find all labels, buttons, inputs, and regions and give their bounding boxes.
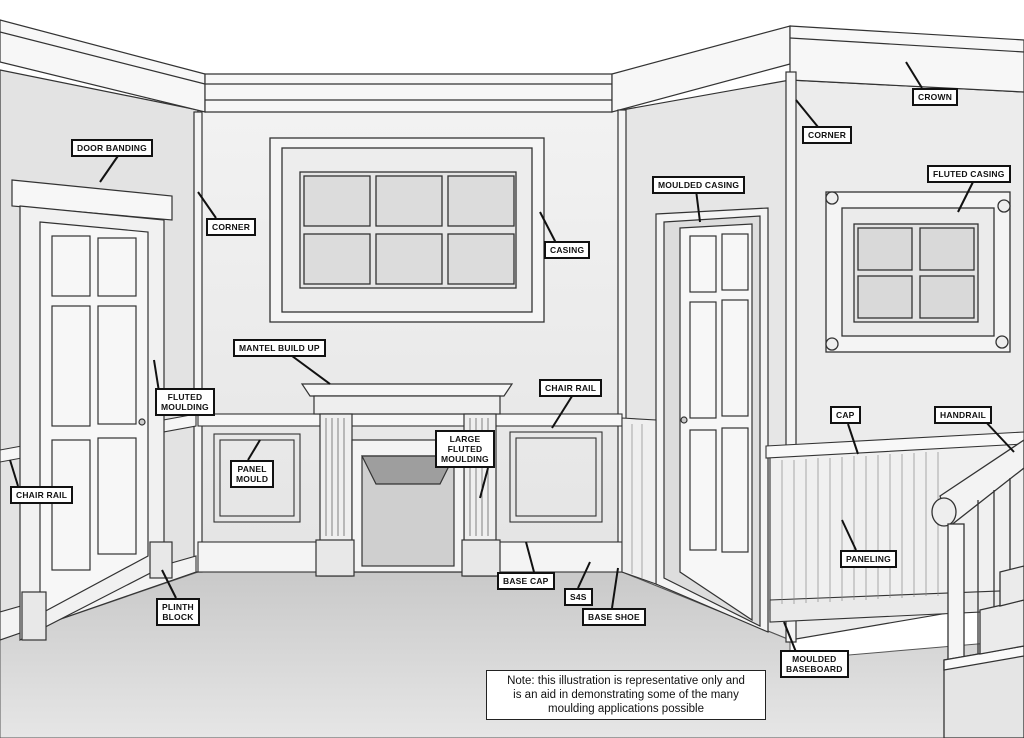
label-fluted-moulding-line2: MOULDING <box>161 402 209 412</box>
label-base-shoe: BASE SHOE <box>582 608 646 626</box>
label-moulded-baseboard-line2: BASEBOARD <box>786 664 843 674</box>
label-fluted-moulding-line1: FLUTED <box>167 392 203 402</box>
fireplace <box>300 383 514 577</box>
center-window <box>269 137 545 323</box>
paneling-beads <box>631 424 939 604</box>
label-chair-rail-center: CHAIR RAIL <box>539 379 603 397</box>
staircase <box>931 439 1024 738</box>
crown-moulding <box>0 19 1024 113</box>
label-chair-rail-left: CHAIR RAIL <box>10 486 74 504</box>
leader-lines <box>9 61 1015 653</box>
label-base-cap: BASE CAP <box>497 572 555 590</box>
label-casing: CASING <box>544 241 591 259</box>
note-line-2: is an aid in demonstrating some of the m… <box>513 689 739 701</box>
label-panel-mould-line1: PANEL <box>237 464 267 474</box>
label-fluted-moulding: FLUTED MOULDING <box>155 388 215 416</box>
label-corner-right: CORNER <box>802 126 853 144</box>
label-plinth-block: PLINTH BLOCK <box>156 598 200 626</box>
label-moulded-baseboard: MOULDED BASEBOARD <box>780 650 849 678</box>
label-handrail: HANDRAIL <box>934 406 992 424</box>
label-door-banding: DOOR BANDING <box>71 139 153 157</box>
label-moulded-baseboard-line1: MOULDED <box>792 654 837 664</box>
label-s4s: S4S <box>564 588 593 606</box>
label-fluted-casing: FLUTED CASING <box>927 165 1011 183</box>
label-plinth-block-line1: PLINTH <box>162 602 194 612</box>
label-panel-mould: PANEL MOULD <box>230 460 275 488</box>
right-window <box>825 191 1011 353</box>
label-large-fluted-moulding-line2: FLUTED <box>447 444 483 454</box>
label-corner-left: CORNER <box>206 218 257 236</box>
label-large-fluted-moulding-line3: MOULDING <box>441 454 489 464</box>
note-line-3: moulding applications possible <box>548 703 704 715</box>
label-cap: CAP <box>830 406 861 424</box>
label-large-fluted-moulding: LARGE FLUTED MOULDING <box>435 430 495 468</box>
label-large-fluted-moulding-line1: LARGE <box>449 434 481 444</box>
label-plinth-block-line2: BLOCK <box>162 612 194 622</box>
label-paneling: PANELING <box>840 550 897 568</box>
label-crown: CROWN <box>912 88 959 106</box>
note-line-1: Note: this illustration is representativ… <box>507 675 745 687</box>
label-moulded-casing: MOULDED CASING <box>652 176 746 194</box>
label-panel-mould-line2: MOULD <box>236 474 269 484</box>
left-door <box>11 179 173 641</box>
label-mantel-build-up: MANTEL BUILD UP <box>233 339 326 357</box>
disclaimer-note: Note: this illustration is representativ… <box>486 670 766 720</box>
right-door <box>655 207 769 633</box>
